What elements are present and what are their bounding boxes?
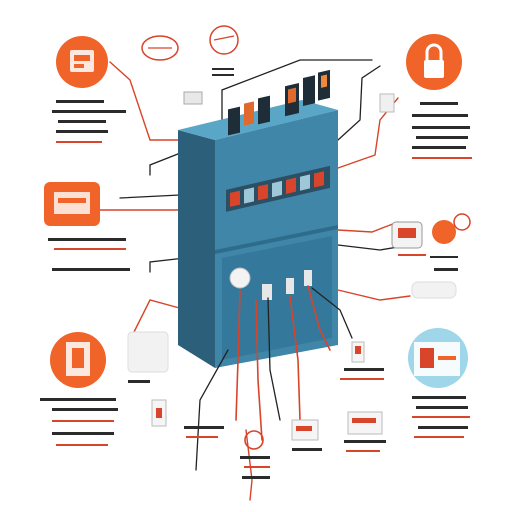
terminal-block-lower	[229, 267, 312, 300]
cabinet-door-divider	[215, 225, 338, 254]
cabinet-side	[178, 130, 215, 368]
lower-wiring	[195, 285, 353, 501]
cable-coil-icon	[209, 25, 239, 55]
wire-right-mid	[337, 221, 399, 233]
callout-bottom-left	[40, 331, 169, 446]
wire-right-low	[337, 289, 411, 301]
bottom-components	[184, 411, 386, 479]
wire-right-top	[337, 65, 381, 141]
callout-top-right	[379, 34, 472, 159]
grommet-icon	[244, 430, 264, 450]
wire-top-center	[221, 59, 373, 133]
cable-holder-icon	[411, 281, 457, 299]
socket-icon	[127, 331, 169, 373]
callout-top-left	[52, 25, 239, 143]
breaker-row-middle	[226, 165, 330, 212]
connector-icon	[379, 93, 395, 113]
cabinet	[178, 69, 338, 368]
wire-left-mid	[119, 194, 181, 199]
cabinet-lower-recess	[222, 236, 332, 360]
breaker-row-upper	[228, 69, 330, 136]
wire-top-left	[109, 61, 201, 141]
wire-top-left-2	[149, 149, 189, 176]
callout-mid-right	[391, 213, 471, 299]
wire-left-low	[149, 257, 186, 273]
callout-mid-left	[44, 182, 130, 271]
callout-bottom-right	[340, 328, 470, 438]
